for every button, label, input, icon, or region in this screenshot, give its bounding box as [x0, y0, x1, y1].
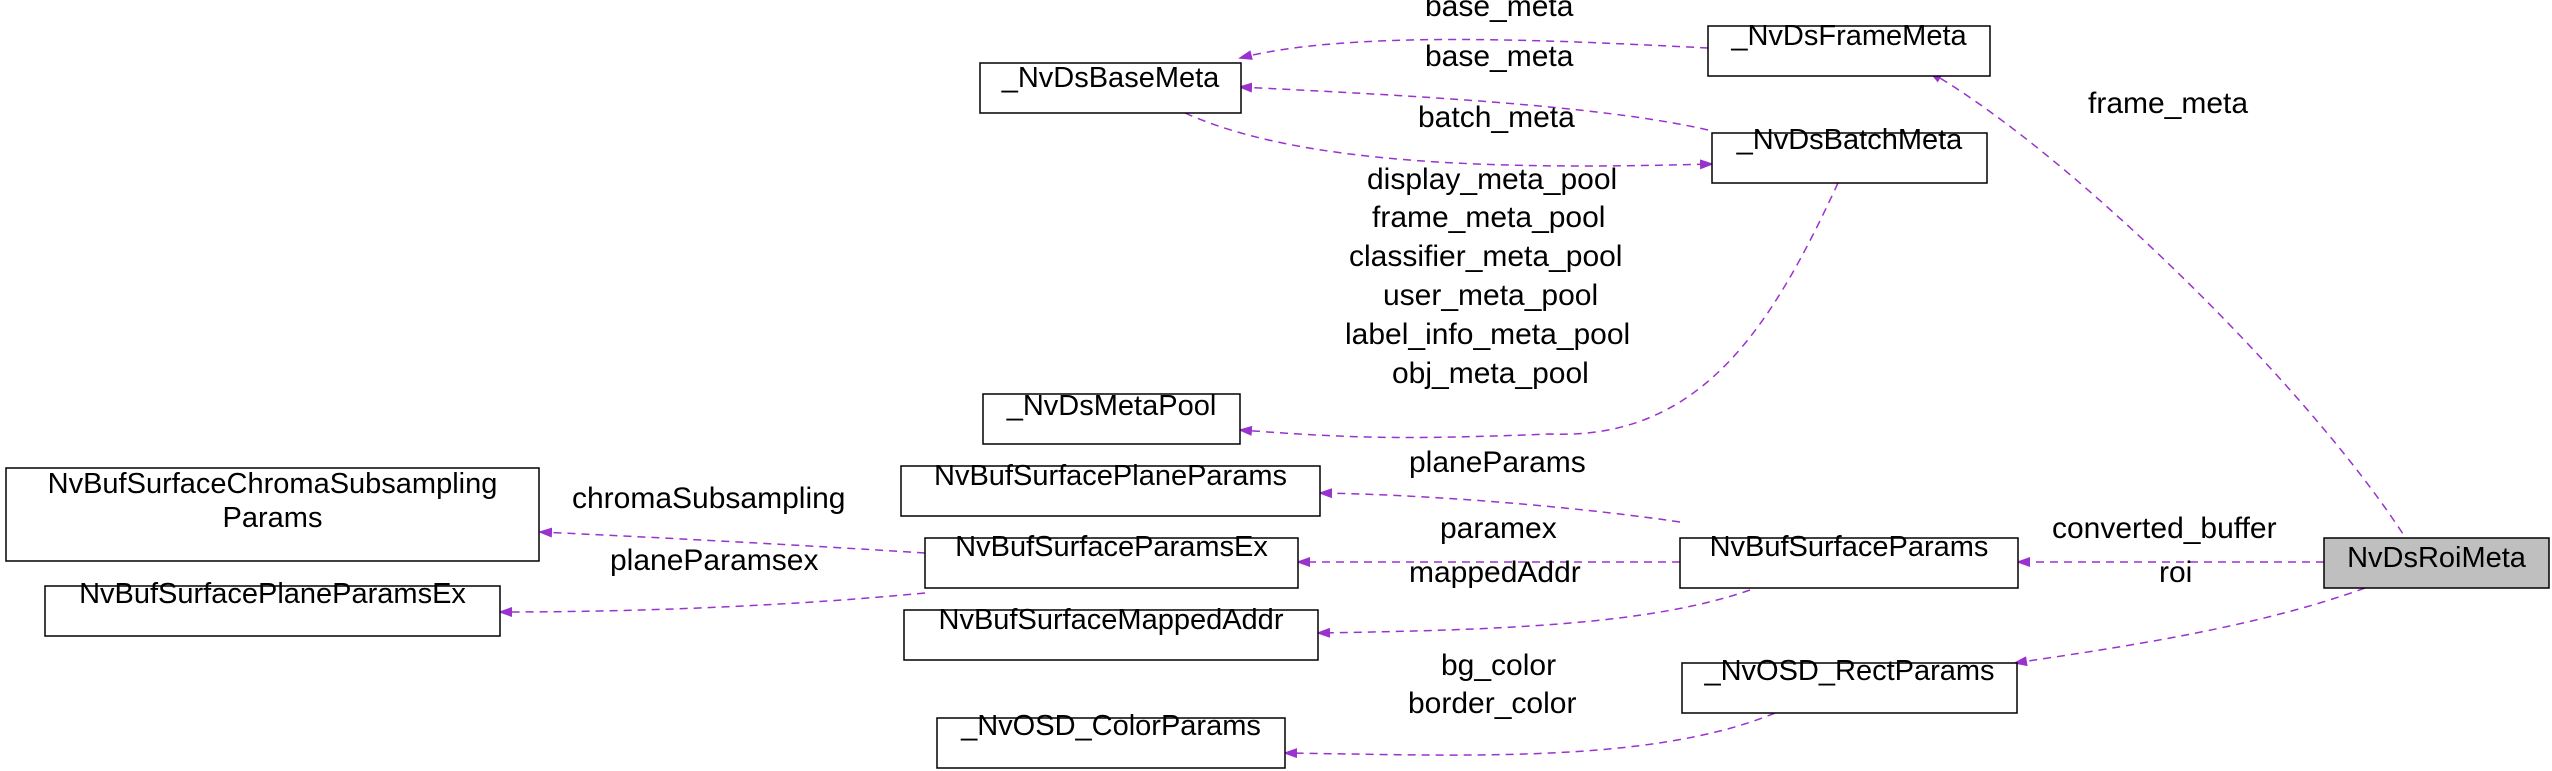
label-frame-meta: frame_meta: [2088, 87, 2248, 120]
label-plane-params-ex: planeParamsex: [610, 544, 818, 577]
edge-color-params: [1283, 712, 1776, 759]
node-frame-meta-label: _NvDsFrameMeta: [1730, 20, 1967, 52]
node-batch-meta-box: [1711, 132, 1988, 184]
edges: [498, 38, 2411, 759]
node-params-ex[interactable]: NvBufSurfaceParamsEx: [924, 531, 1299, 589]
node-params-ex-box: [924, 537, 1299, 589]
edge-batch-base-meta: [1238, 82, 1709, 131]
label-frame-base-meta: base_meta: [1425, 0, 1574, 23]
label-mapped-addr: mappedAddr: [1409, 556, 1581, 589]
node-roi-meta[interactable]: NvDsRoiMeta: [2323, 537, 2550, 589]
label-border-color: border_color: [1408, 687, 1576, 720]
node-surface-params-box: [1679, 537, 2019, 589]
node-plane-params[interactable]: NvBufSurfacePlaneParams: [900, 460, 1321, 517]
node-surface-params[interactable]: NvBufSurfaceParams: [1679, 531, 2019, 589]
node-color-params-label: _NvOSD_ColorParams: [960, 710, 1261, 742]
node-chroma-label-line2: Params: [223, 502, 323, 534]
label-pool-2: frame_meta_pool: [1372, 201, 1605, 234]
label-pool-1: display_meta_pool: [1367, 163, 1617, 196]
node-plane-params-ex[interactable]: NvBufSurfacePlaneParamsEx: [44, 578, 501, 637]
edge-labels: frame_meta base_meta base_meta batch_met…: [572, 0, 2277, 720]
node-roi-meta-label: NvDsRoiMeta: [2347, 542, 2527, 574]
node-rect-params[interactable]: _NvOSD_RectParams: [1681, 655, 2018, 714]
label-batch-meta: batch_meta: [1418, 101, 1575, 134]
edge-batch-meta-pool: [1238, 182, 1839, 439]
label-paramex: paramex: [1440, 512, 1557, 545]
node-surface-params-label: NvBufSurfaceParams: [1710, 531, 1989, 563]
node-params-ex-label: NvBufSurfaceParamsEx: [955, 531, 1268, 563]
node-batch-meta-label: _NvDsBatchMeta: [1736, 124, 1964, 156]
label-bg-color: bg_color: [1441, 649, 1556, 682]
label-pool-4: user_meta_pool: [1383, 279, 1598, 312]
edge-frame-base-meta: [1238, 38, 1709, 60]
node-base-meta-box: [979, 62, 1242, 114]
node-chroma-subsampling-params[interactable]: NvBufSurfaceChromaSubsampling Params: [5, 467, 540, 562]
node-chroma-label-line1: NvBufSurfaceChromaSubsampling: [48, 468, 498, 500]
label-pool-3: classifier_meta_pool: [1349, 240, 1622, 273]
node-base-meta[interactable]: _NvDsBaseMeta: [979, 62, 1242, 114]
node-color-params[interactable]: _NvOSD_ColorParams: [936, 710, 1286, 769]
node-meta-pool[interactable]: _NvDsMetaPool: [982, 390, 1241, 445]
edge-mapped-addr: [1316, 589, 1751, 638]
node-plane-params-ex-label: NvBufSurfacePlaneParamsEx: [79, 578, 466, 610]
node-rect-params-label: _NvOSD_RectParams: [1703, 655, 1994, 687]
label-roi: roi: [2159, 556, 2192, 589]
node-plane-params-ex-box: [44, 585, 501, 637]
node-roi-meta-box: [2323, 537, 2550, 589]
node-chroma-box: [5, 467, 540, 562]
node-color-params-box: [936, 717, 1286, 769]
node-frame-meta[interactable]: _NvDsFrameMeta: [1707, 20, 1991, 77]
node-mapped-addr-label: NvBufSurfaceMappedAddr: [939, 604, 1284, 636]
node-frame-meta-box: [1707, 25, 1991, 77]
label-pool-5: label_info_meta_pool: [1345, 318, 1630, 351]
edge-frame-meta: [1928, 70, 2411, 546]
edge-plane-params: [1318, 488, 1681, 523]
node-batch-meta[interactable]: _NvDsBatchMeta: [1711, 124, 1988, 184]
edge-roi: [2013, 587, 2366, 667]
node-meta-pool-label: _NvDsMetaPool: [1006, 390, 1217, 422]
node-meta-pool-box: [982, 393, 1241, 445]
edge-chroma-subsampling: [538, 527, 926, 554]
edge-plane-params-ex: [498, 592, 926, 617]
label-pool-6: obj_meta_pool: [1392, 357, 1589, 390]
label-chroma-subsampling: chromaSubsampling: [572, 482, 845, 515]
node-plane-params-box: [900, 465, 1321, 517]
node-mapped-addr[interactable]: NvBufSurfaceMappedAddr: [903, 604, 1319, 661]
label-plane-params: planeParams: [1409, 446, 1586, 479]
node-base-meta-label: _NvDsBaseMeta: [1001, 62, 1220, 94]
node-plane-params-label: NvBufSurfacePlaneParams: [934, 460, 1287, 492]
node-rect-params-box: [1681, 662, 2018, 714]
nodes: NvDsRoiMeta _NvDsFrameMeta _NvDsBaseMeta…: [5, 20, 2550, 769]
label-batch-base-meta: base_meta: [1425, 40, 1574, 73]
label-converted-buffer: converted_buffer: [2052, 512, 2277, 545]
edge-base-batch-meta: [1184, 112, 1714, 170]
node-mapped-addr-box: [903, 609, 1319, 661]
